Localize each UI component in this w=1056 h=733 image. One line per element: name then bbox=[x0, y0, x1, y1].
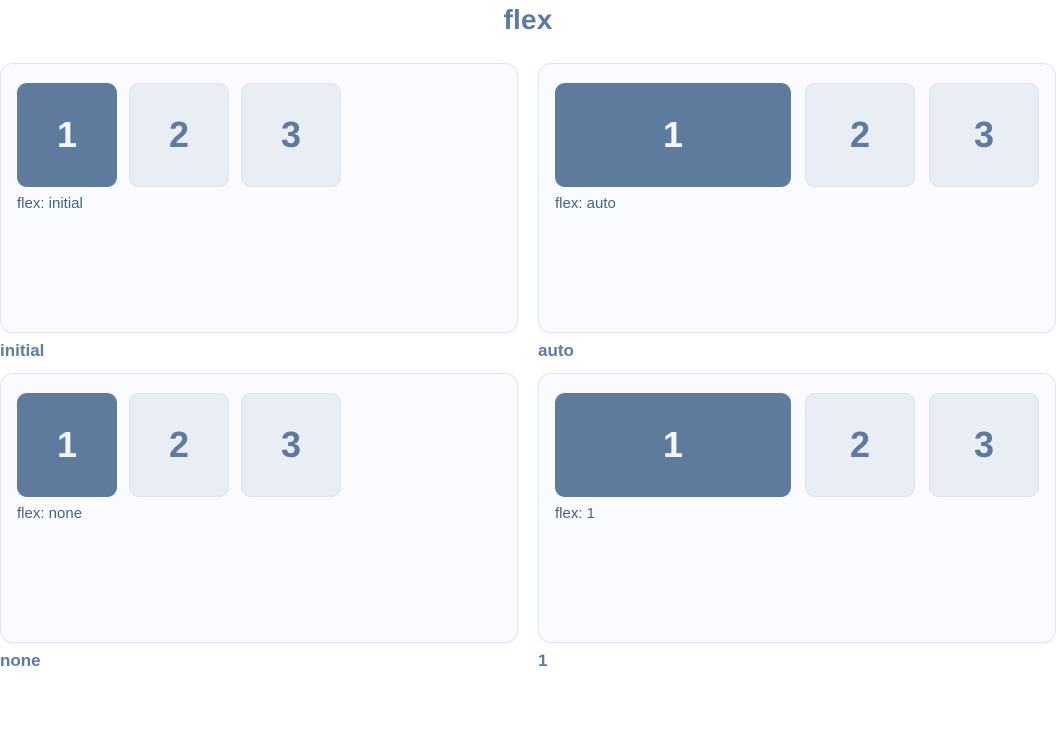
flex-item-3: 3 bbox=[929, 393, 1039, 497]
panel-auto: 1 2 3 flex: auto auto bbox=[538, 63, 1056, 362]
flex-value-caption: flex: none bbox=[17, 505, 83, 522]
panel-none: 1 2 3 flex: none none bbox=[0, 373, 518, 672]
panels-grid: 1 2 3 flex: initial initial 1 2 3 flex: … bbox=[0, 63, 1056, 672]
panel-initial: 1 2 3 flex: initial initial bbox=[0, 63, 518, 362]
page-title: flex bbox=[503, 4, 553, 35]
panel-label-none: none bbox=[0, 651, 41, 670]
flex-item-2: 2 bbox=[129, 83, 229, 187]
flex-item-1: 1 bbox=[555, 83, 791, 187]
flex-item-row: 1 2 3 bbox=[555, 393, 1039, 497]
flex-demo-card-1: 1 2 3 flex: 1 bbox=[538, 373, 1056, 643]
flex-item-1: 1 bbox=[17, 83, 117, 187]
flex-demo-card-none: 1 2 3 flex: none bbox=[0, 373, 518, 643]
flex-value-caption: flex: auto bbox=[555, 195, 616, 212]
panel-label-auto: auto bbox=[538, 341, 574, 360]
panel-label-initial: initial bbox=[0, 341, 45, 360]
flex-demo-card-auto: 1 2 3 flex: auto bbox=[538, 63, 1056, 333]
flex-item-3: 3 bbox=[929, 83, 1039, 187]
flex-item-2: 2 bbox=[805, 83, 915, 187]
flex-demo-card-initial: 1 2 3 flex: initial bbox=[0, 63, 518, 333]
flex-item-1: 1 bbox=[555, 393, 791, 497]
panel-label-1: 1 bbox=[538, 651, 548, 670]
flex-item-row: 1 2 3 bbox=[17, 393, 501, 497]
flex-item-row: 1 2 3 bbox=[17, 83, 501, 187]
flex-item-3: 3 bbox=[241, 83, 341, 187]
flex-value-caption: flex: 1 bbox=[555, 505, 596, 522]
flex-item-row: 1 2 3 bbox=[555, 83, 1039, 187]
flex-value-caption: flex: initial bbox=[17, 195, 83, 212]
flex-item-2: 2 bbox=[805, 393, 915, 497]
panel-1: 1 2 3 flex: 1 1 bbox=[538, 373, 1056, 672]
flex-item-3: 3 bbox=[241, 393, 341, 497]
flex-item-2: 2 bbox=[129, 393, 229, 497]
flex-item-1: 1 bbox=[17, 393, 117, 497]
